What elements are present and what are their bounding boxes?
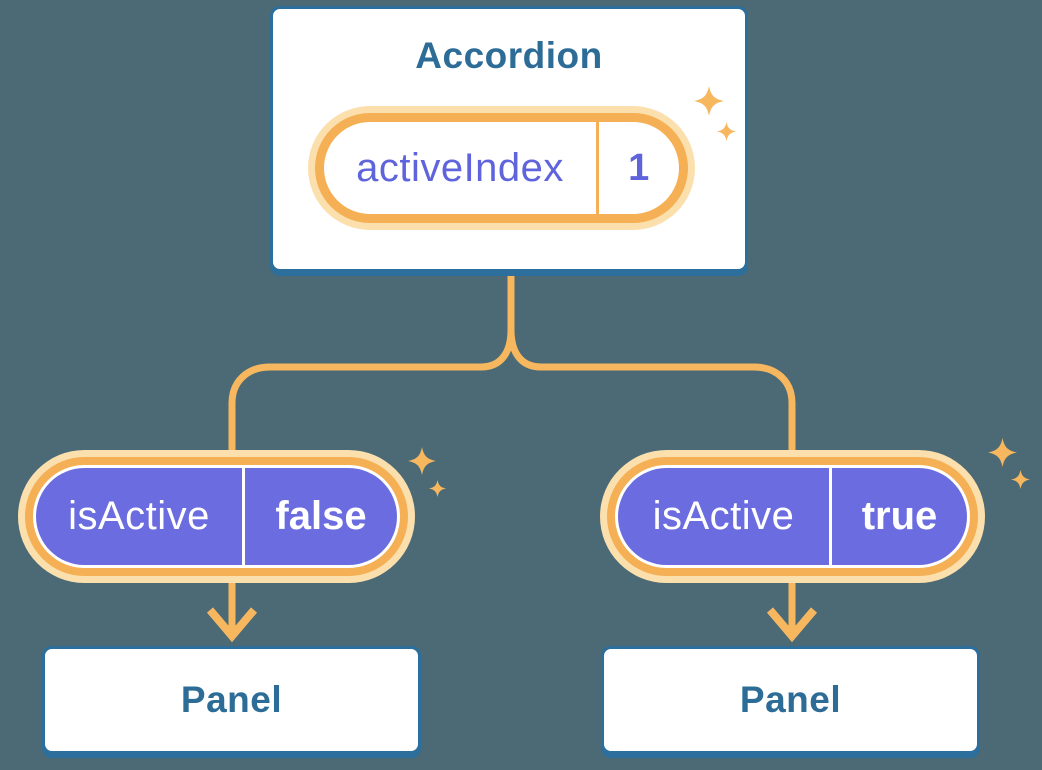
prop-pill-body: isActive false bbox=[36, 468, 397, 565]
component-title: Panel bbox=[739, 679, 842, 720]
prop-pill: isActive true bbox=[600, 450, 985, 583]
arrow-down-icon bbox=[206, 607, 258, 643]
sparkle-icon bbox=[988, 438, 1017, 467]
sparkle-icon bbox=[408, 447, 436, 475]
state-name: activeIndex bbox=[356, 145, 564, 190]
connector-right-branch bbox=[507, 272, 796, 631]
sparkle-icon bbox=[1011, 470, 1030, 489]
component-title: Accordion bbox=[415, 35, 603, 76]
sparkle-icon bbox=[694, 86, 724, 116]
panel-component-box: Panel bbox=[42, 646, 421, 754]
pill-divider bbox=[829, 468, 832, 565]
pill-divider bbox=[242, 468, 245, 565]
prop-name: isActive bbox=[652, 494, 795, 538]
prop-pill-body: isActive true bbox=[618, 468, 967, 565]
prop-name: isActive bbox=[68, 494, 210, 538]
panel-component-box: Panel bbox=[601, 646, 980, 754]
arrow-down-icon bbox=[766, 607, 818, 643]
sparkle-icon bbox=[429, 480, 446, 497]
prop-value: false bbox=[275, 494, 367, 538]
prop-pill: isActive false bbox=[18, 450, 415, 583]
state-pill: activeIndex 1 bbox=[308, 106, 695, 230]
prop-pill-ring: isActive false bbox=[25, 457, 408, 576]
sparkle-icon bbox=[717, 122, 736, 141]
state-value: 1 bbox=[628, 146, 650, 189]
component-title: Panel bbox=[180, 679, 283, 720]
prop-pill-ring: isActive true bbox=[607, 457, 978, 576]
state-pill-ring: activeIndex 1 bbox=[315, 113, 688, 223]
prop-value: true bbox=[861, 494, 938, 538]
pill-divider bbox=[596, 122, 599, 214]
